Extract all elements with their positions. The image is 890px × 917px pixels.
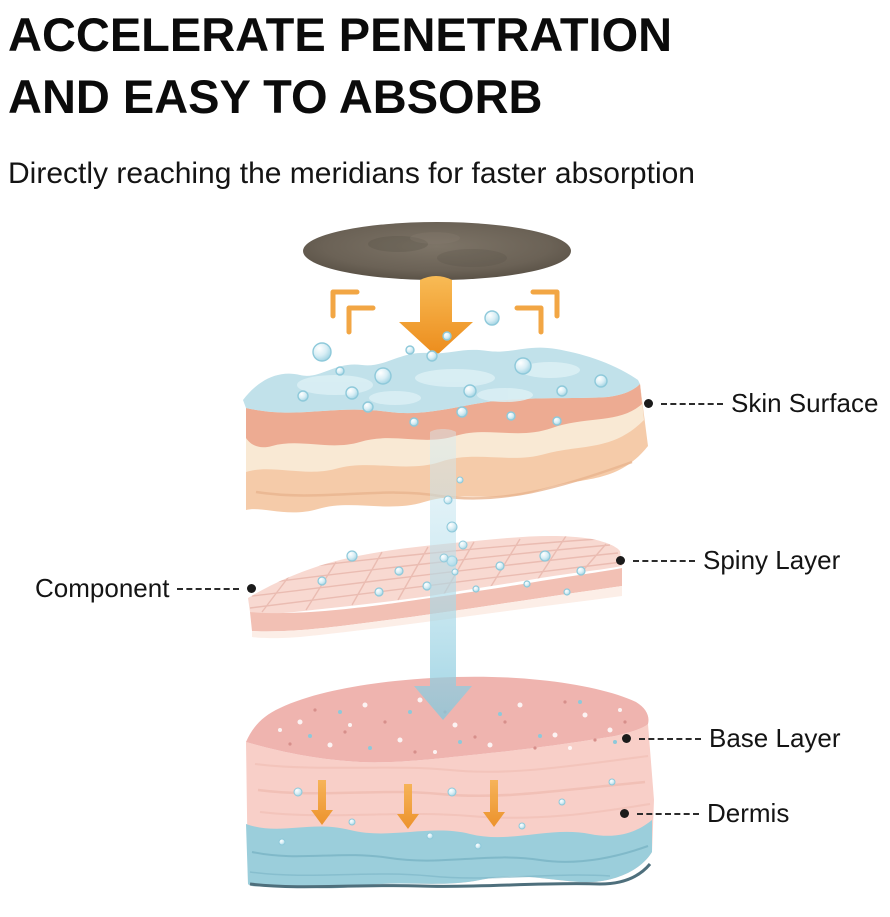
title-line-2: AND EASY TO ABSORB — [8, 70, 543, 123]
header: ACCELERATE PENETRATION AND EASY TO ABSOR… — [8, 0, 882, 192]
leader-dot — [644, 399, 653, 408]
label-text-base-layer: Base Layer — [709, 723, 841, 753]
skin-cross-section-illustration — [243, 222, 654, 889]
leader-line — [177, 587, 240, 590]
label-component: Component — [35, 573, 257, 604]
leader-dot — [620, 809, 629, 818]
label-spiny-layer: Spiny Layer — [616, 545, 840, 576]
label-skin-surface: Skin Surface — [644, 388, 878, 419]
subtitle: Directly reaching the meridians for fast… — [8, 157, 695, 190]
label-text-skin-surface: Skin Surface — [731, 388, 879, 418]
leader-line — [661, 402, 723, 405]
base-layer-slab — [246, 676, 654, 889]
title-line-1: ACCELERATE PENETRATION — [8, 8, 673, 61]
leader-line — [633, 559, 695, 562]
label-base-layer: Base Layer — [622, 723, 841, 754]
bubbles-stream — [439, 476, 468, 576]
leader-line — [639, 737, 701, 740]
leader-dot — [247, 584, 257, 593]
penetration-arrow-icon — [399, 276, 473, 356]
leader-dot — [616, 556, 625, 565]
diffusion-arrows-right-icon — [514, 289, 560, 335]
label-text-spiny-layer: Spiny Layer — [703, 545, 841, 575]
absorption-stream-icon — [414, 429, 472, 720]
leader-line — [637, 812, 699, 815]
dermis-band — [246, 820, 652, 889]
bubbles-upper — [297, 310, 608, 427]
diffusion-arrows-left-icon — [330, 289, 376, 335]
label-text-component: Component — [35, 573, 170, 603]
absorption-arrows-group — [311, 780, 505, 829]
leader-dot — [622, 734, 631, 743]
patch-disc — [303, 222, 571, 280]
label-text-dermis: Dermis — [707, 798, 790, 828]
base-top-speckles — [278, 697, 627, 754]
label-dermis: Dermis — [620, 798, 789, 829]
bubbles-base — [278, 778, 616, 850]
